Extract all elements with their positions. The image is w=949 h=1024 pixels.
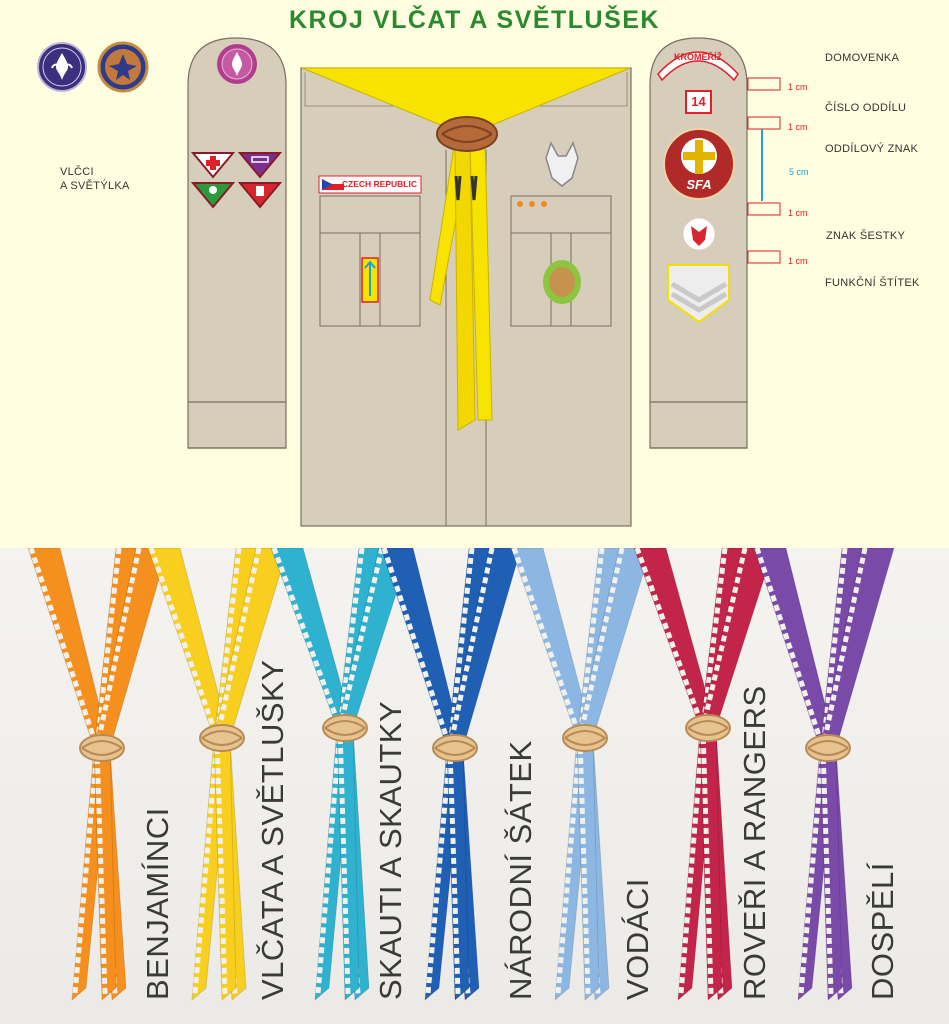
spacing-markers [747, 77, 781, 264]
uniform-diagram [37, 37, 781, 527]
label-home: DOMOVENKA [825, 52, 900, 64]
scarf-label-1: VLČATA A SVĚTLUŠKY [255, 659, 290, 1000]
neckerchief-trim [634, 548, 706, 729]
scarf-label-0: BENJAMÍNCI [140, 807, 175, 1000]
neckerchief-trim [447, 548, 475, 749]
woggle-knot [324, 720, 366, 736]
neckerchief-trim [754, 548, 826, 749]
label-function-badge: FUNKČNÍ ŠTÍTEK [825, 277, 920, 289]
label-troop-number: ČÍSLO ODDÍLU [825, 102, 907, 114]
spacing-2: 1 cm [788, 122, 808, 132]
neckerchief-trim [700, 727, 714, 995]
spacing-3: 5 cm [789, 167, 809, 177]
neckerchief-trim [214, 548, 242, 739]
spacing-5: 1 cm [788, 256, 808, 266]
neckerchief-trim [511, 548, 583, 739]
neckerchief-trim [678, 727, 706, 995]
neckerchief-5 [633, 548, 775, 1002]
label-six-badge: ZNAK ŠESTKY [826, 230, 906, 242]
neckerchief-trim [555, 737, 583, 995]
woggle [805, 734, 851, 762]
uniform-panel: KROJ VLČAT A SVĚTLUŠEK [37, 6, 920, 527]
neckerchief-trim [315, 727, 343, 995]
woggle [79, 734, 125, 762]
neckerchief-trim [700, 548, 728, 729]
spacing-1: 1 cm [788, 82, 808, 92]
neckerchief-drawings [27, 548, 895, 1002]
neckerchief-trim [214, 737, 228, 995]
function-badge [667, 264, 730, 324]
neckerchief-6 [753, 548, 895, 1002]
neckerchief-trim [577, 548, 625, 739]
troop-number: 14 [691, 94, 706, 109]
neckerchief-trim [381, 548, 453, 749]
neckerchief-trim [148, 548, 220, 739]
woggle-knot [434, 740, 476, 756]
neckerchief-trim [820, 747, 834, 995]
yellow-neckerchief [301, 67, 631, 431]
neckerchief-trim [214, 548, 262, 739]
neckerchief-trim [577, 548, 605, 739]
scarf-label-3: NÁRODNÍ ŠÁTEK [503, 740, 538, 1000]
page-title: KROJ VLČAT A SVĚTLUŠEK [289, 6, 660, 34]
neckerchief-trim [271, 548, 343, 729]
woggle [199, 724, 245, 752]
neckerchief-trim [337, 727, 351, 995]
neckerchief-4 [510, 548, 652, 1002]
left-caption-1: VLČCI [60, 166, 94, 178]
left-caption-2: A SVĚTÝLKA [60, 180, 130, 192]
neckerchief-2 [270, 548, 412, 1002]
neckerchief-trim [700, 548, 748, 729]
woggle [322, 714, 368, 742]
neckerchief-trim [425, 747, 453, 995]
neckerchief-trim [337, 548, 365, 729]
neckerchief-panel: BENJAMÍNCI VLČATA A SVĚTLUŠKY SKAUTI A S… [0, 548, 949, 1024]
neckerchief-trim [94, 747, 108, 995]
scarf-label-5: ROVEŘI A RANGERS [737, 685, 772, 1000]
neckerchief-trim [798, 747, 826, 995]
neckerchief-trim [94, 548, 142, 749]
scarf-label-6: DOSPĚLÍ [865, 862, 900, 1000]
neckerchief-trim [447, 747, 461, 995]
neckerchief-trim [72, 747, 100, 995]
woggle-knot [807, 740, 849, 756]
left-sleeve [187, 37, 287, 449]
woggle [562, 724, 608, 752]
woggle-knot [81, 740, 123, 756]
wosm-badge [37, 42, 87, 92]
woggle-knot [687, 720, 729, 736]
woggle-knot [564, 730, 606, 746]
neckerchief-trim [577, 737, 591, 995]
neckerchief-1 [147, 548, 289, 1002]
woggle [685, 714, 731, 742]
neckerchief-trim [820, 548, 868, 749]
neckerchief-trim [337, 548, 385, 729]
neckerchief-3 [380, 548, 522, 1002]
scarf-label-2: SKAUTI A SKAUTKY [373, 700, 408, 1000]
neckerchief-trim [94, 548, 122, 749]
woggle [432, 734, 478, 762]
home-badge-text: KROMĚŘÍŽ [674, 52, 722, 62]
woggle-knot [201, 730, 243, 746]
neckerchief-trim [192, 737, 220, 995]
neckerchief-trim [820, 548, 848, 749]
label-troop-emblem: ODDÍLOVÝ ZNAK [825, 143, 919, 155]
troop-emblem-text: SFA [686, 177, 712, 192]
right-sleeve [649, 37, 748, 449]
neckerchief-0 [27, 548, 169, 1002]
wagggs-badge [97, 41, 149, 93]
neckerchief-trim [447, 548, 495, 749]
spacing-4: 1 cm [788, 208, 808, 218]
neckerchief-trim [28, 548, 100, 749]
flag-patch-text: CZECH REPUBLIC [341, 179, 417, 189]
sixer-badge [682, 217, 716, 251]
scarf-label-4: VODÁCI [620, 878, 655, 1000]
